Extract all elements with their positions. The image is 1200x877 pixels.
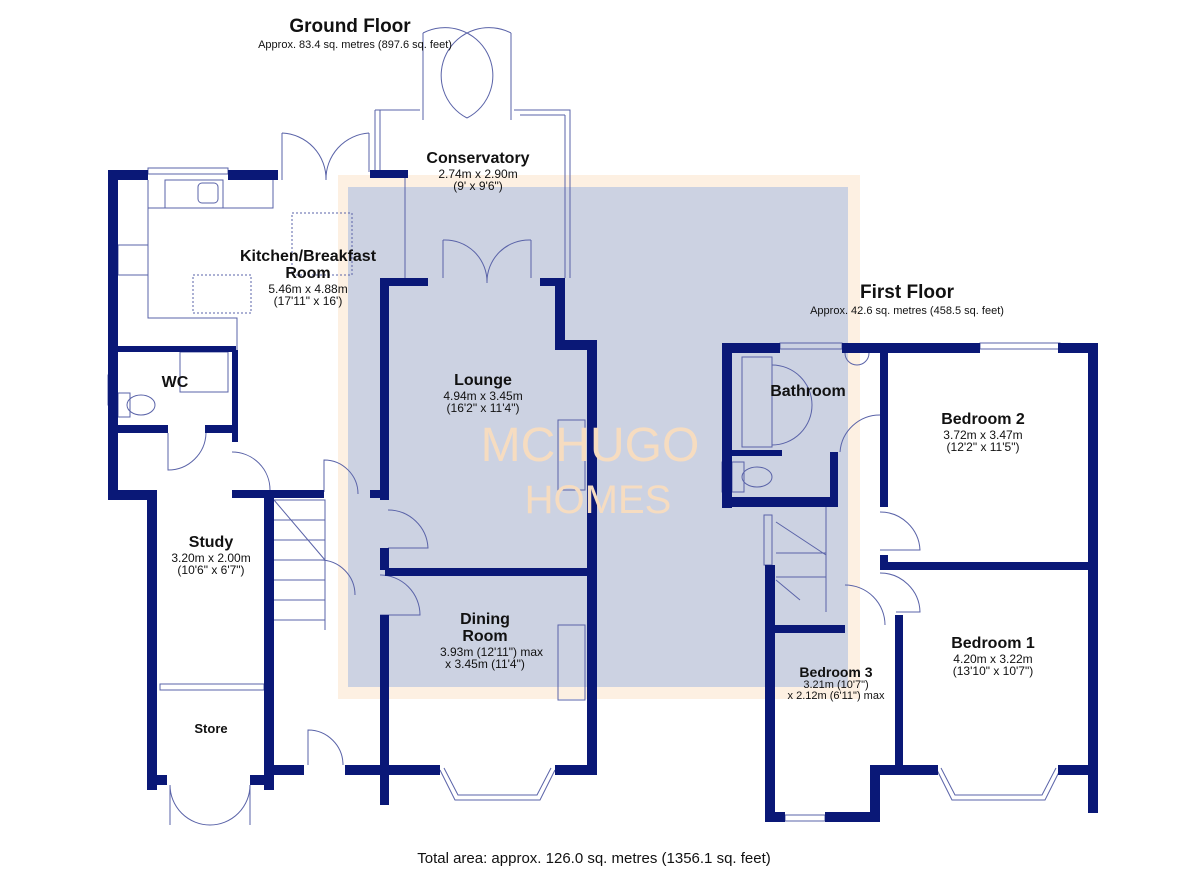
watermark-line2: HOMES: [524, 478, 672, 522]
room-conservatory: Conservatory 2.74m x 2.90m (9' x 9'6"): [426, 150, 530, 194]
total-area: Total area: approx. 126.0 sq. metres (13…: [417, 850, 771, 867]
room-wc: WC: [161, 374, 189, 391]
walls: [108, 170, 1098, 822]
room-bedroom-2: Bedroom 2 3.72m x 3.47m (12'2" x 11'5"): [941, 411, 1025, 455]
room-lounge: Lounge 4.94m x 3.45m (16'2" x 11'4"): [443, 372, 523, 416]
first-floor-title: First Floor: [860, 282, 954, 303]
room-bedroom-1: Bedroom 1 4.20m x 3.22m (13'10" x 10'7"): [951, 635, 1035, 679]
room-study: Study 3.20m x 2.00m (10'6" x 6'7"): [171, 534, 251, 578]
ground-floor-title: Ground Floor: [289, 16, 411, 37]
first-floor-area: Approx. 42.6 sq. metres (458.5 sq. feet): [810, 305, 1004, 317]
room-bedroom-3: Bedroom 3 3.21m (10'7") x 2.12m (6'11") …: [787, 664, 885, 703]
watermark-line1: MCHUGO: [480, 419, 700, 472]
ground-floor-area: Approx. 83.4 sq. metres (897.6 sq. feet): [258, 39, 452, 51]
room-kitchen: Kitchen/Breakfast Room 5.46m x 4.88m (17…: [239, 248, 377, 309]
room-dining: Dining Room 3.93m (12'11") max x 3.45m (…: [440, 611, 544, 672]
room-bathroom: Bathroom: [770, 383, 846, 400]
room-store: Store: [194, 721, 228, 736]
watermark: [338, 175, 860, 699]
